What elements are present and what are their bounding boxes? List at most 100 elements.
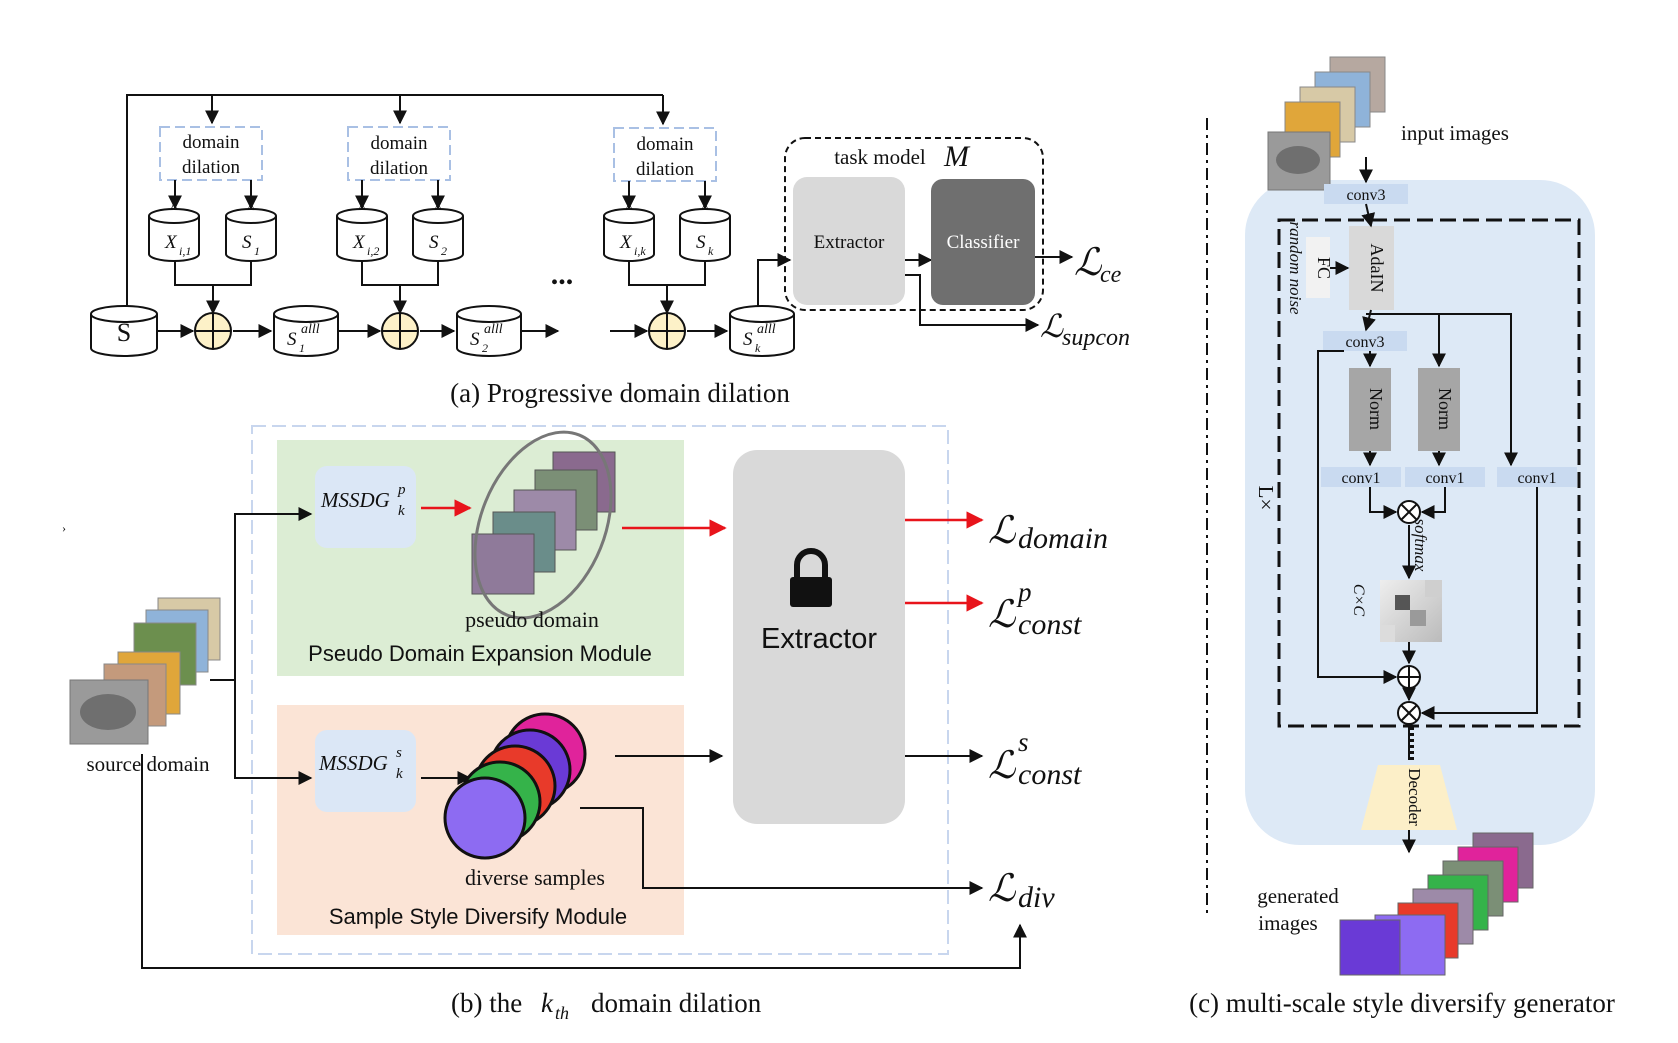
diverse-samples-stack bbox=[443, 712, 587, 860]
all-store-2 bbox=[456, 305, 522, 357]
all-store-3-label: S bbox=[743, 329, 753, 350]
generated-image-stack bbox=[1339, 832, 1534, 976]
all-store-3 bbox=[729, 305, 795, 357]
s-hat-2-label: S bbox=[429, 232, 439, 253]
conv1-a-label: conv1 bbox=[1341, 470, 1380, 487]
task-model-symbol: M bbox=[943, 140, 971, 173]
random-noise-label: random noise bbox=[1286, 221, 1305, 314]
adain-box bbox=[1349, 226, 1394, 310]
conv1-c-tag bbox=[1497, 467, 1577, 487]
dilation-box-2 bbox=[347, 126, 451, 181]
mssdg-s-box bbox=[315, 730, 416, 812]
x-store-2-label: X bbox=[352, 232, 366, 253]
cxc-heatmap bbox=[1380, 580, 1442, 642]
dilation-2-top: domain bbox=[371, 133, 428, 154]
extractor-b-label: Extractor bbox=[761, 623, 877, 655]
s-hat-2-sub: 2 bbox=[441, 244, 447, 258]
s-hat-3-label: S bbox=[696, 232, 706, 253]
panel-a-text: domain dilation domain dilation domain d… bbox=[117, 132, 1130, 408]
all-store-1-sub: 1 bbox=[299, 341, 305, 355]
norm-1-box bbox=[1349, 368, 1391, 451]
diverse-samples-label: diverse samples bbox=[465, 865, 605, 890]
conv1-b-label: conv1 bbox=[1425, 470, 1464, 487]
caption-b-k: k bbox=[541, 988, 554, 1018]
chain-ellipsis: ... bbox=[551, 258, 574, 291]
all-store-2-sub: 2 bbox=[482, 341, 488, 355]
x-store-3-sub: i,k bbox=[634, 244, 646, 258]
softmax-label: softmax bbox=[1411, 519, 1430, 572]
conv1-a-tag bbox=[1321, 467, 1401, 487]
task-model-box bbox=[784, 137, 1044, 311]
loss-supcon-sub: supcon bbox=[1062, 325, 1130, 351]
dilation-box-3 bbox=[613, 127, 717, 182]
panel-c-ops bbox=[1397, 500, 1421, 725]
source-store-label: S bbox=[117, 318, 131, 347]
flow-to-diverse bbox=[234, 680, 313, 785]
svg-text:^: ^ bbox=[434, 200, 442, 217]
adain-label: AdaIN bbox=[1367, 244, 1387, 293]
ssdm-label: Sample Style Diversify Module bbox=[329, 904, 627, 929]
generated-label-2: images bbox=[1258, 911, 1317, 935]
pseudo-domain-label: pseudo domain bbox=[465, 607, 599, 632]
all-store-1 bbox=[273, 305, 339, 357]
loss-supcon-symbol: ℒ bbox=[1040, 308, 1064, 344]
extractor-box-b bbox=[733, 450, 905, 824]
mssdg-s-sub: k bbox=[396, 766, 403, 782]
panel-a bbox=[126, 94, 1074, 338]
all-store-1-sup: alll bbox=[301, 322, 320, 337]
pseudo-domain-stack bbox=[471, 430, 616, 620]
repeat-box bbox=[1277, 218, 1581, 728]
caption-a: (a) Progressive domain dilation bbox=[450, 378, 790, 408]
source-store bbox=[90, 305, 158, 357]
s-hat-store-3 bbox=[679, 208, 731, 262]
generated-label-1: generated bbox=[1257, 884, 1339, 908]
flow-to-pseudo bbox=[210, 507, 313, 681]
x-store-3 bbox=[603, 208, 655, 262]
cylinders-a bbox=[90, 208, 795, 357]
extractor-a-label: Extractor bbox=[814, 232, 885, 253]
all-store-2-sup: alll bbox=[484, 322, 503, 337]
loss-div-symbol: ℒ bbox=[988, 868, 1017, 910]
loss-ce-symbol: ℒ bbox=[1074, 242, 1103, 284]
svg-text:^: ^ bbox=[170, 200, 178, 217]
norm-1-label: Norm bbox=[1366, 388, 1386, 430]
dilation-3-bottom: dilation bbox=[636, 159, 695, 180]
norm-2-label: Norm bbox=[1435, 388, 1455, 430]
lock-icon bbox=[790, 548, 832, 607]
loss-const-p-sub: const bbox=[1018, 608, 1082, 641]
flow-source-to-div bbox=[141, 754, 1027, 969]
x-store-1 bbox=[148, 208, 200, 262]
conv3-a-label: conv3 bbox=[1346, 187, 1385, 204]
panel-b: source domain › bbox=[62, 425, 1108, 1023]
caption-c: (c) multi-scale style diversify generato… bbox=[1189, 988, 1615, 1018]
input-image-stack bbox=[1267, 56, 1386, 191]
multiply-node-1 bbox=[1397, 500, 1421, 524]
s-hat-1-sub: 1 bbox=[254, 244, 260, 258]
input-images-label: input images bbox=[1401, 121, 1509, 145]
plus-nodes-a bbox=[194, 312, 686, 350]
mssdg-p-box bbox=[315, 466, 416, 548]
x-store-1-label: X bbox=[164, 232, 178, 253]
norm-2-box bbox=[1418, 368, 1460, 451]
x-store-2 bbox=[336, 208, 388, 262]
source-image-stack bbox=[69, 597, 221, 745]
conv1-c-label: conv1 bbox=[1517, 470, 1556, 487]
svg-text:^: ^ bbox=[701, 200, 709, 217]
loss-const-s-symbol: ℒ bbox=[988, 745, 1017, 787]
stray-mark: › bbox=[62, 521, 66, 535]
fc-label: FC bbox=[1314, 257, 1334, 279]
dilation-3-top: domain bbox=[637, 134, 694, 155]
plus-node-1 bbox=[194, 312, 232, 350]
mssdg-p-sup: p bbox=[397, 482, 406, 498]
all-store-1-label: S bbox=[287, 329, 297, 350]
conv3-a-tag bbox=[1324, 184, 1408, 204]
source-domain-label: source domain bbox=[86, 752, 210, 776]
loss-const-p-sup: p bbox=[1016, 577, 1032, 607]
pdem-label: Pseudo Domain Expansion Module bbox=[308, 641, 652, 666]
plus-node-2 bbox=[381, 312, 419, 350]
svg-text:^: ^ bbox=[358, 200, 366, 217]
task-model-label: task model bbox=[834, 145, 926, 169]
svg-text:^: ^ bbox=[247, 200, 255, 217]
x-store-3-label: X bbox=[619, 232, 633, 253]
conv3-b-label: conv3 bbox=[1345, 334, 1384, 351]
